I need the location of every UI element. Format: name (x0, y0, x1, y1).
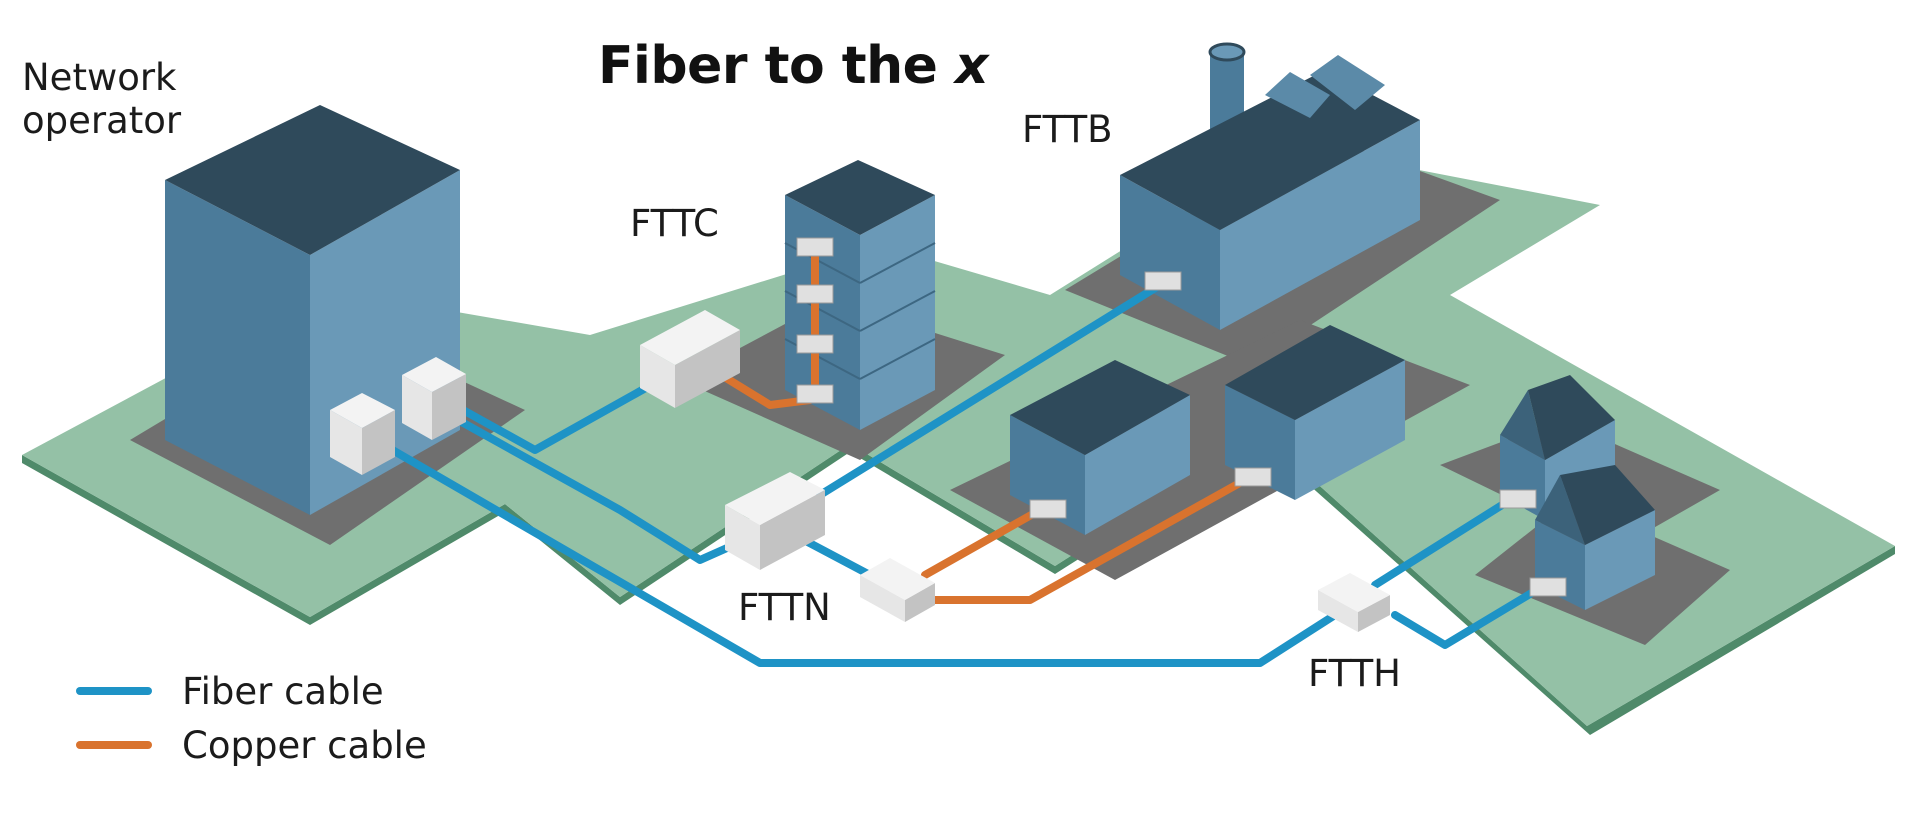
fiber-cable-to-ftth (366, 433, 1339, 667)
factory-right-face (1220, 120, 1420, 330)
fiber-cable-fttc-to-fttb (816, 281, 1164, 499)
ftth-label: FTTH (1308, 652, 1402, 695)
network-operator-label-line1: Network (22, 56, 177, 99)
operator-left-face (165, 180, 310, 515)
copper-cables (696, 241, 1249, 604)
fttn-right-building-right-face (1295, 360, 1405, 500)
legend: Fiber cable Copper cable (76, 664, 427, 772)
fttn-left-building-roof (1010, 360, 1190, 455)
small-connector-boxes (796, 237, 1567, 597)
chimney-top (1208, 42, 1246, 62)
house2-roof (1560, 465, 1655, 545)
cabinets (330, 237, 1567, 632)
network-operator-label: Network operator (22, 56, 181, 143)
curb-cabinet (725, 472, 825, 570)
fttc-cabinet (640, 310, 740, 408)
fttn-label: FTTN (738, 586, 831, 629)
ground-plate (22, 145, 1895, 735)
factory-left-face (1120, 175, 1220, 330)
house1-roof (1528, 375, 1615, 460)
fttc-roof (785, 160, 935, 235)
copper-cable-fttn-b (921, 476, 1249, 604)
house2-side (1585, 510, 1655, 610)
legend-item-fiber: Fiber cable (76, 664, 427, 718)
copper-swatch (76, 741, 152, 749)
network-operator-building (165, 105, 460, 515)
operator-box-2 (402, 357, 466, 440)
factory-sawtooth-1 (1265, 72, 1330, 118)
copper-cable-fttn-a (921, 506, 1044, 579)
fttc-right-face (860, 195, 935, 430)
fiber-cable-to-curb (436, 406, 749, 564)
ground-plate-top (22, 145, 1895, 726)
fttc-label: FTTC (630, 202, 719, 245)
house2-roof-left (1535, 475, 1585, 545)
legend-copper-label: Copper cable (182, 723, 427, 767)
legend-item-copper: Copper cable (76, 718, 427, 772)
ftth-cabinet (1318, 573, 1390, 632)
diagram-title-x: x (955, 36, 989, 96)
fiber-cable-ftth-b (1391, 581, 1549, 649)
ftth-house-2 (1535, 465, 1655, 610)
factory-sawtooth-2 (1310, 55, 1385, 110)
legend-fiber-label: Fiber cable (182, 669, 384, 713)
operator-box-1 (330, 393, 395, 475)
fttn-cabinet (860, 558, 935, 622)
fttb-label: FTTB (1022, 108, 1113, 151)
operator-roof (165, 105, 460, 255)
fttn-left-building-right-face (1085, 395, 1190, 535)
fiber-cable-to-fttc (441, 376, 664, 454)
fiber-cable-ftth-a (1371, 496, 1514, 589)
network-operator-label-line2: operator (22, 99, 182, 143)
fiber-swatch (76, 687, 152, 695)
fttn-building-left (1010, 360, 1190, 535)
factory-roof (1120, 70, 1420, 230)
diagram-title-main: Fiber to the (598, 36, 938, 96)
house1-roof-left (1500, 390, 1545, 460)
diagram-title: Fiber to the x (598, 36, 989, 96)
fttb-factory (1120, 42, 1420, 330)
fttn-right-building-roof (1225, 325, 1405, 420)
